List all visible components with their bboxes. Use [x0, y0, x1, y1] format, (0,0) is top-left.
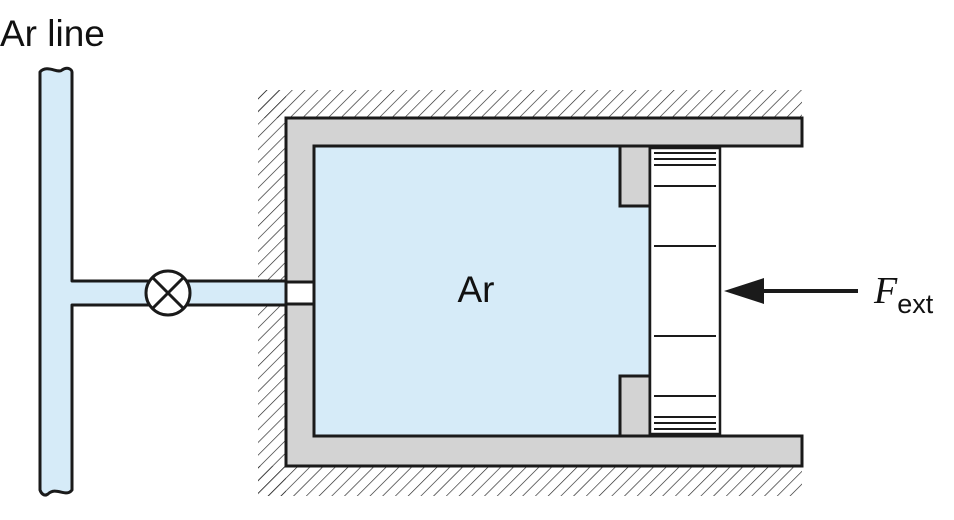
arrow-left-icon — [724, 278, 858, 304]
argon-gas-label: Ar — [458, 269, 495, 310]
valve-cross-icon[interactable] — [144, 269, 192, 317]
ar-line-label: Ar line — [0, 13, 105, 54]
upper-piston-stop — [618, 144, 652, 208]
force-symbol: F — [873, 270, 898, 312]
piston[interactable] — [648, 146, 722, 436]
force-subscript: ext — [897, 289, 934, 319]
argon-gas-region — [312, 144, 652, 438]
lower-piston-stop — [618, 374, 652, 438]
external-force-label: Fext — [873, 270, 934, 319]
